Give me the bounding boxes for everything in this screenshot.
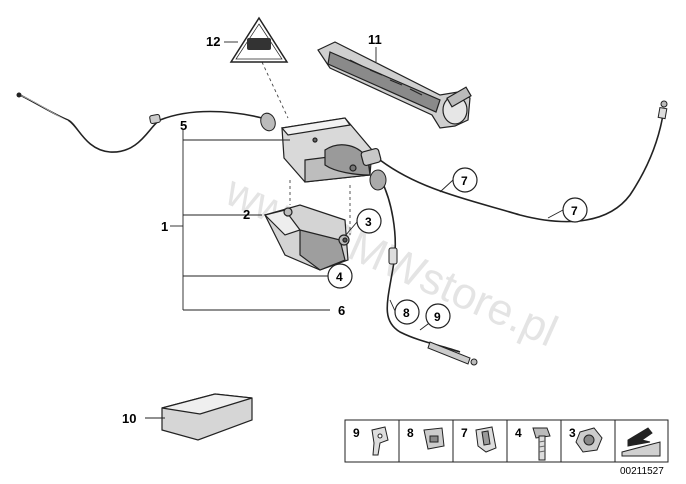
grease-packet (161, 393, 253, 441)
warning-label (229, 16, 289, 63)
legend-item-3: 3 (569, 426, 576, 440)
callout-4-circle: 4 (327, 263, 353, 289)
cable-clip-icon (475, 426, 497, 453)
diagram-number: 00211527 (620, 466, 664, 477)
legend-item-4: 4 (515, 426, 522, 440)
callout-3: 3 (365, 215, 372, 229)
callout-11: 11 (368, 32, 382, 47)
assembly-guides (261, 61, 351, 235)
legend-item-7: 7 (461, 426, 468, 440)
emergency-release-handle (317, 41, 472, 129)
nut-icon (575, 427, 603, 453)
callout-4: 4 (336, 270, 343, 284)
clip-icon (371, 426, 389, 456)
holder-icon (423, 427, 445, 450)
cable-lower (379, 177, 461, 353)
legend-item-9: 9 (353, 426, 360, 440)
bracket-assembly (263, 204, 350, 271)
callout-2: 2 (243, 207, 250, 222)
callout-7b-circle: 7 (562, 197, 588, 223)
legend-item-8: 8 (407, 426, 414, 440)
cable-right-tip (657, 100, 668, 120)
callout-12: 12 (206, 34, 220, 49)
cable-right (379, 107, 665, 223)
callout-labels: 12 11 5 1 2 6 10 3 4 7 7 8 9 (122, 32, 588, 426)
arrow-icon (621, 427, 661, 457)
small-parts-legend: 9 8 7 4 3 (344, 419, 669, 463)
actuator-unit (280, 117, 382, 183)
callout-9-circle: 9 (425, 303, 451, 329)
callout-6: 6 (338, 303, 345, 318)
callout-7b: 7 (571, 204, 578, 218)
callout-7a: 7 (461, 174, 468, 188)
callout-5: 5 (180, 118, 187, 133)
callout-10: 10 (122, 411, 136, 426)
cable-lower-parts (369, 169, 478, 366)
callout-7a-circle: 7 (452, 167, 478, 193)
callout-1: 1 (161, 219, 168, 234)
cable-left-tip (16, 92, 276, 132)
callout-9: 9 (434, 310, 441, 324)
leader-lines (145, 41, 564, 419)
callout-8-circle: 8 (394, 299, 420, 325)
bolt-icon (532, 427, 551, 461)
callout-3-circle: 3 (356, 208, 382, 234)
callout-8: 8 (403, 306, 410, 320)
cable-left (19, 94, 263, 153)
